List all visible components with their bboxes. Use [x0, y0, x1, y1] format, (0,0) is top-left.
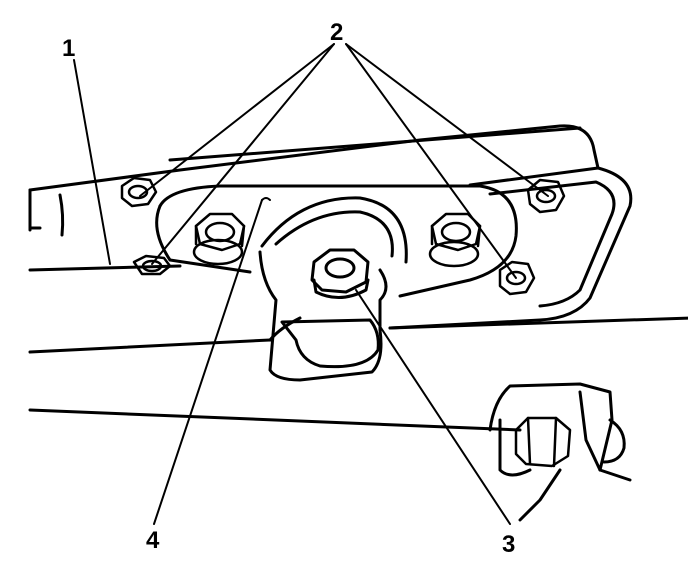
mount-stud-nut-left [192, 212, 246, 266]
callout-label-1: 1 [62, 35, 75, 62]
mount-plate [155, 184, 518, 298]
callout-label-2: 2 [330, 19, 343, 46]
small-bolt-bottom-left [132, 254, 172, 276]
small-bolt-top-left [120, 176, 158, 208]
frame-crossmember [28, 124, 688, 432]
mount-bracket-housing [258, 250, 388, 382]
callout-label-4: 4 [146, 527, 160, 554]
small-bolt-top-right [526, 178, 566, 214]
lower-right-nut [514, 416, 572, 468]
leader-lines [73, 43, 549, 525]
center-through-bolt-nut [310, 248, 370, 299]
callout-label-3: 3 [502, 531, 515, 558]
small-bolt-bottom-right [498, 260, 536, 296]
lower-right-bracket [488, 382, 632, 522]
mount-stud-nut-right [428, 212, 482, 268]
